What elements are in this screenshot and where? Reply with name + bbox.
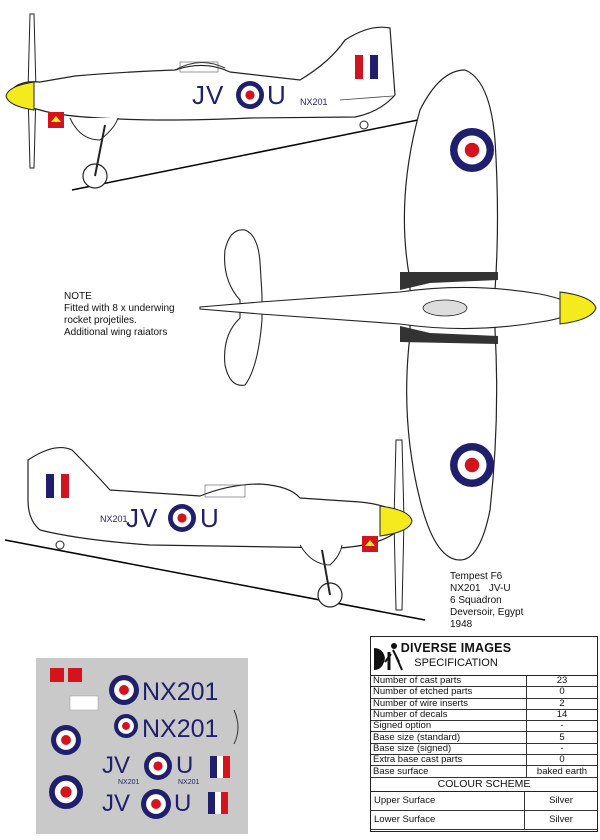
decal-small-serial-2: NX201: [178, 779, 200, 786]
spec-box: DIVERSE IMAGES SPECIFICATION Number of c…: [370, 636, 598, 832]
caption-line-3: 6 Squadron: [450, 595, 502, 606]
colour-scheme-title: COLOUR SCHEME: [371, 778, 597, 792]
spec-label: Number of etched parts: [371, 686, 527, 699]
note-line-2: rocket projetiles.: [64, 315, 137, 326]
code-letter-bottom: U: [200, 503, 219, 533]
spec-value: baked earth: [526, 765, 597, 778]
decal-badge-1: [50, 668, 64, 682]
decal-sheet-graphics: [49, 668, 239, 819]
spec-value: 2: [526, 698, 597, 710]
caption-line-5: 1948: [450, 619, 473, 630]
decal-serial-2: NX201: [142, 715, 219, 743]
plan-view: [199, 69, 597, 561]
decal-roundel-4: [144, 752, 172, 780]
roundel-wing-upper: [450, 128, 494, 172]
fuselage-bottom: [27, 447, 399, 549]
spec-label: Base size (signed): [371, 743, 527, 756]
serial-bottom: NX201: [100, 514, 128, 524]
decal-code-1: JV: [102, 752, 131, 779]
ground-line-top: [71, 119, 419, 191]
spec-value: -: [526, 720, 597, 733]
spinner-bottom: [379, 505, 413, 537]
side-view-top: [5, 13, 419, 191]
anti-glare-panel-upper: [400, 272, 498, 290]
decal-serial-1: NX201: [142, 678, 219, 706]
spinner-plan: [559, 291, 597, 325]
decal-code-2: JV: [102, 790, 131, 817]
note-line-3: Additional wing raiators: [64, 327, 168, 338]
decal-roundel-5: [49, 775, 83, 809]
spinner-top: [5, 81, 35, 111]
note-heading: NOTE: [64, 291, 92, 302]
decal-stencil-1: [69, 695, 99, 711]
diverse-images-logo: [374, 643, 403, 671]
spec-row: Signed option-: [371, 720, 597, 733]
spec-row: Base size (standard)5: [371, 731, 597, 744]
note-line-1: Fitted with 8 x underwing: [64, 303, 175, 314]
serial-top: NX201: [300, 97, 328, 107]
code-letters-top: JV: [192, 80, 224, 111]
spec-row: Base size (signed)-: [371, 743, 597, 756]
anti-glare-panel-lower: [400, 326, 498, 344]
fuselage-top: [9, 26, 396, 121]
spec-label: Number of decals: [371, 709, 527, 722]
decal-roundel-1: [109, 675, 139, 705]
spec-label: Base size (standard): [371, 731, 527, 744]
spec-label: Number of wire inserts: [371, 698, 527, 710]
ground-line-bottom: [4, 539, 426, 621]
spec-label: Extra base cast parts: [371, 754, 527, 767]
spec-label: Number of cast parts: [371, 676, 527, 688]
code-top: JV: [192, 80, 225, 110]
decal-small-serial-1: NX201: [118, 779, 140, 786]
spec-value: 0: [526, 686, 597, 699]
spec-value: 5: [526, 731, 597, 744]
decal-walkway-line: [233, 709, 239, 745]
spec-value: 23: [526, 676, 597, 688]
spec-label: Base surface: [371, 765, 527, 778]
decal-roundel-3: [51, 725, 81, 755]
caption-line-1: Tempest F6: [450, 571, 503, 582]
spec-label: Signed option: [371, 720, 527, 733]
spec-value: 0: [526, 754, 597, 767]
colour-value: Silver: [524, 810, 597, 830]
decal-fin-flash-2: [208, 792, 228, 814]
code-bottom: JV: [126, 503, 159, 533]
spec-value: -: [526, 743, 597, 756]
roundel-wing-lower: [450, 443, 494, 487]
brand-name: DIVERSE IMAGES: [400, 641, 512, 655]
decal-roundel-6: [141, 789, 171, 819]
spec-value: 14: [526, 709, 597, 722]
colour-label: Upper Surface: [371, 791, 525, 811]
code-letter-top: U: [267, 80, 286, 111]
fin-flash-bottom: [46, 474, 69, 498]
colour-label: Lower Surface: [371, 810, 525, 830]
decal-roundel-2: [114, 714, 138, 738]
note-block: NOTE Fitted with 8 x underwing rocket pr…: [64, 291, 175, 339]
decal-badge-2: [68, 668, 82, 682]
caption-line-4: Deversoir, Egypt: [450, 607, 524, 618]
side-view-bottom: [4, 439, 426, 621]
code-letter-top-text: U: [267, 80, 286, 110]
spec-title: SPECIFICATION: [414, 657, 498, 669]
aircraft-caption: Tempest F6 NX201 JV-U 6 Squadron Deverso…: [450, 571, 523, 631]
decal-sheet: NX201 NX201 JV U JV U NX201 NX201: [36, 658, 248, 834]
caption-line-2: NX201 JV-U: [450, 583, 511, 594]
decal-fin-flash-1: [210, 756, 230, 778]
decal-code-1-letter: U: [176, 752, 194, 779]
spec-header: DIVERSE IMAGES SPECIFICATION: [371, 637, 597, 676]
fin-flash-top: [355, 55, 378, 79]
decal-code-2-letter: U: [174, 790, 192, 817]
colour-value: Silver: [524, 791, 597, 811]
